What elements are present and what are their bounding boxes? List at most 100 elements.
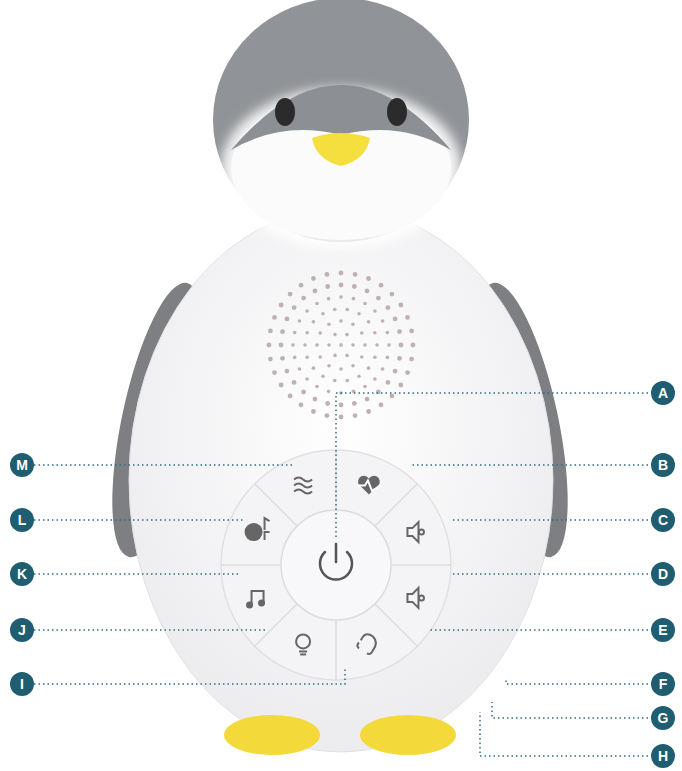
- button-divider: [255, 484, 297, 526]
- button-divider: [221, 564, 281, 566]
- speaker-hole: [375, 343, 379, 347]
- speaker-hole: [345, 354, 349, 358]
- speaker-hole: [386, 305, 391, 310]
- speaker-hole: [365, 397, 370, 402]
- speaker-hole: [393, 369, 398, 374]
- speaker-hole: [321, 312, 325, 316]
- speaker-hole: [360, 331, 364, 335]
- speaker-hole: [301, 390, 306, 395]
- callout-letter: H: [651, 744, 675, 768]
- speaker-hole: [390, 394, 395, 399]
- speaker-hole: [366, 276, 371, 281]
- volume-icon: [407, 588, 418, 608]
- ear-icon: [361, 634, 376, 654]
- speaker-hole: [333, 333, 337, 337]
- callout-letter: D: [651, 562, 675, 586]
- speaker-hole: [315, 385, 319, 389]
- callout-letter: B: [651, 453, 675, 477]
- speaker-hole: [312, 366, 316, 370]
- speaker-hole: [376, 296, 381, 301]
- volume-icon-dot: [419, 530, 424, 535]
- button-divider: [391, 564, 451, 566]
- callout-letter: C: [651, 508, 675, 532]
- speaker-hole: [352, 284, 357, 289]
- callout-letter: G: [651, 706, 675, 730]
- speaker-hole: [373, 331, 377, 335]
- speaker-hole: [280, 329, 285, 334]
- speaker-hole: [339, 283, 344, 288]
- leader-lines: [34, 393, 648, 756]
- music-note-head: [247, 602, 252, 607]
- speaker-hole: [327, 297, 331, 301]
- speaker-hole: [339, 367, 343, 371]
- bulb-base: [299, 650, 307, 652]
- music-icon: [252, 591, 264, 605]
- speaker-hole: [352, 297, 356, 301]
- speaker-hole: [393, 317, 398, 322]
- speaker-hole: [339, 319, 343, 323]
- callout-letter: F: [651, 672, 675, 696]
- speaker-hole: [373, 356, 377, 360]
- speaker-hole: [325, 284, 330, 289]
- button-divider: [255, 604, 297, 646]
- music-note-head: [259, 600, 264, 605]
- button-divider: [375, 604, 417, 646]
- speaker-hole: [397, 329, 402, 334]
- speaker-hole: [363, 302, 367, 306]
- speaker-hole: [386, 331, 390, 335]
- speaker-hole: [327, 322, 331, 326]
- speaker-hole: [305, 331, 309, 335]
- speaker-hole: [313, 289, 318, 294]
- speaker-hole: [381, 319, 385, 323]
- speaker-hole: [321, 374, 325, 378]
- speaker-hole: [386, 356, 390, 360]
- speaker-hole: [305, 309, 309, 313]
- speaker-hole: [299, 283, 304, 288]
- speaker-hole: [279, 343, 284, 348]
- speaker-hole: [398, 383, 403, 388]
- speaker-hole: [315, 343, 319, 347]
- speaker-hole: [363, 385, 367, 389]
- disc-icon: [245, 523, 263, 541]
- speaker-hole: [267, 343, 272, 348]
- speaker-hole: [280, 356, 285, 361]
- speaker-hole: [381, 367, 385, 371]
- speaker-hole: [333, 354, 337, 358]
- speaker-hole: [272, 370, 277, 375]
- speaker-hole: [293, 331, 297, 335]
- speaker-hole: [285, 369, 290, 374]
- speaker-hole: [405, 370, 410, 375]
- speaker-hole: [292, 305, 297, 310]
- speaker-hole: [390, 292, 395, 297]
- button-divider: [335, 620, 337, 680]
- speaker-hole: [398, 303, 403, 308]
- speaker-hole: [325, 413, 330, 418]
- speaker-hole: [357, 312, 361, 316]
- speaker-hole: [351, 343, 355, 347]
- speaker-hole: [357, 374, 361, 378]
- noise-icon: [294, 484, 312, 488]
- speaker-hole: [353, 413, 358, 418]
- speaker-hole: [366, 409, 371, 414]
- speaker-hole: [272, 315, 277, 320]
- callout-letter: M: [10, 453, 34, 477]
- ear-wave: [357, 642, 359, 648]
- speaker-hole: [303, 343, 307, 347]
- speaker-hole: [409, 357, 414, 362]
- speaker-hole: [312, 320, 316, 324]
- speaker-hole: [405, 315, 410, 320]
- volume-icon: [407, 522, 418, 542]
- speaker-hole: [333, 308, 337, 312]
- speaker-hole: [288, 394, 293, 399]
- speaker-hole: [339, 403, 344, 408]
- speaker-hole: [351, 364, 355, 368]
- noise-icon: [294, 478, 312, 482]
- speaker-hole: [327, 364, 331, 368]
- speaker-hole: [365, 289, 370, 294]
- speaker-hole: [298, 367, 302, 371]
- speaker-hole: [318, 331, 322, 335]
- speaker-hole: [279, 303, 284, 308]
- speaker-hole: [311, 276, 316, 281]
